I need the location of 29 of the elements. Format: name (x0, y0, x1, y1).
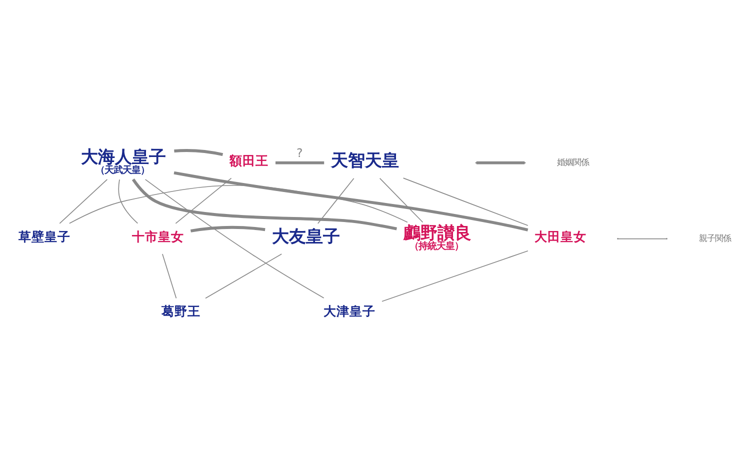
connector (144, 179, 324, 298)
node-text: 大田皇女 (534, 228, 587, 244)
node-text: 大津皇子 (324, 304, 376, 319)
node-text: 鸕野讃良 （持統天皇） (403, 222, 472, 252)
connector (317, 178, 354, 224)
connector (174, 171, 528, 232)
legend-label: 親子関係 (698, 232, 731, 243)
connector (68, 184, 408, 224)
connector (382, 250, 528, 302)
legend-label: 婚姻関係 (557, 156, 590, 167)
edge-label: ? (296, 146, 303, 160)
connector (276, 161, 324, 164)
connector (205, 254, 282, 299)
connector (118, 179, 138, 224)
node-text: 大友皇子 (272, 226, 340, 246)
node-text: 大海人皇子 （天武天皇） (81, 146, 166, 176)
node-text: 草壁皇子 (18, 228, 70, 244)
connector (175, 178, 232, 224)
connector (174, 149, 224, 156)
node-text: 葛野王 (161, 304, 200, 319)
connector (132, 178, 397, 230)
node-text: 額田王 (230, 152, 269, 168)
connector (190, 226, 266, 232)
node-text: 天智天皇 (330, 150, 399, 170)
connector (402, 178, 528, 226)
connector (59, 179, 108, 224)
node-text: 十市皇女 (132, 228, 184, 244)
connector (379, 178, 424, 223)
connector (162, 254, 177, 299)
